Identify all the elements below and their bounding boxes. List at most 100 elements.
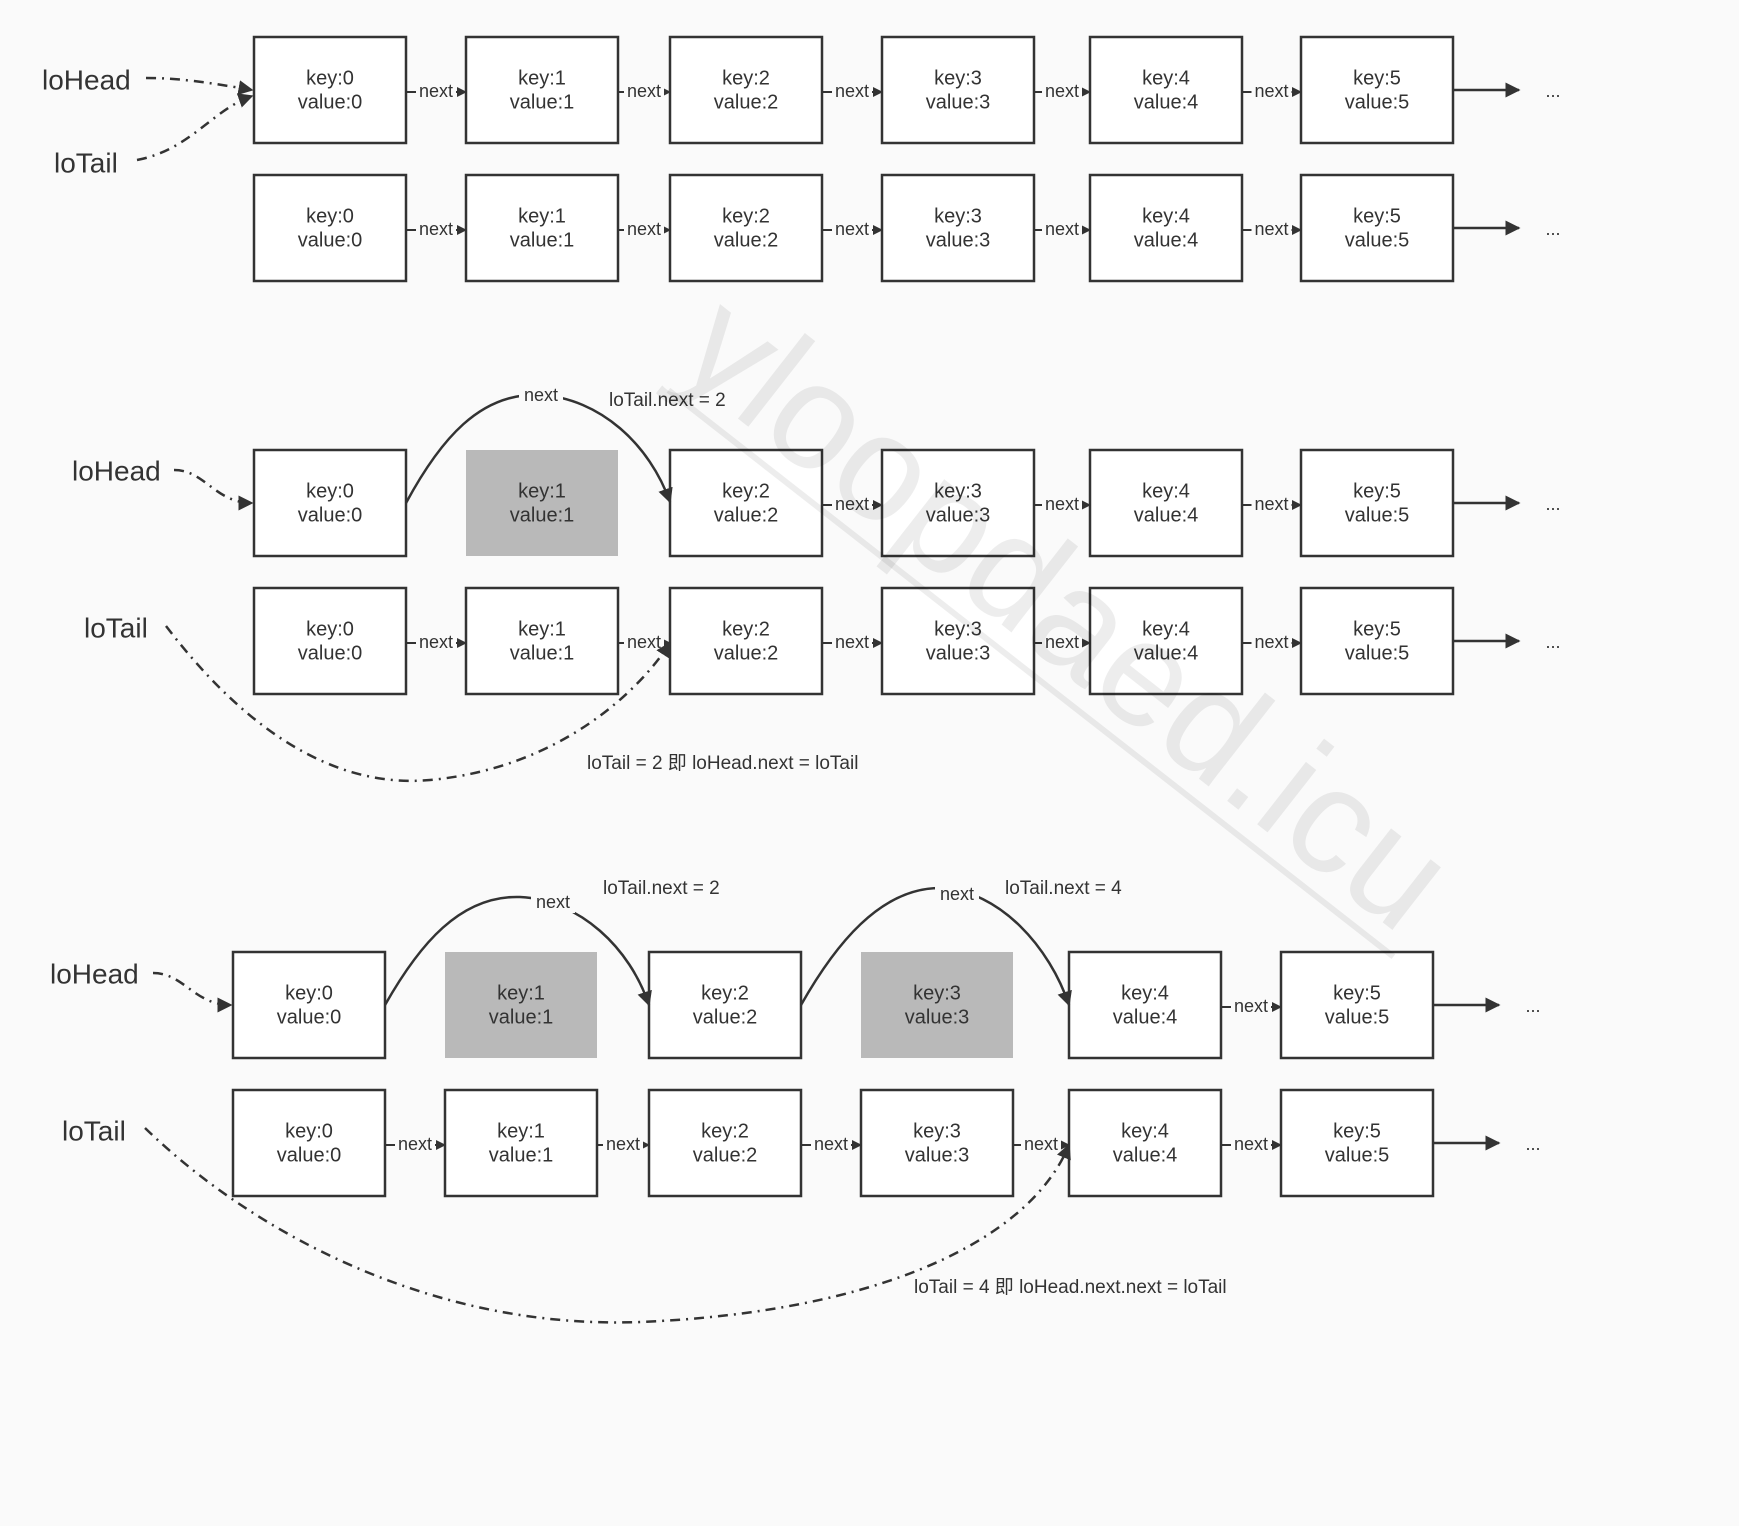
s2-skip-label-bg (519, 384, 563, 406)
node-key: key:3 (934, 67, 982, 89)
node-key: key:2 (722, 618, 770, 640)
s2-row1-tail-arrow: ... (1453, 494, 1561, 514)
edge-label-bg (811, 1134, 851, 1154)
node-value: value:4 (1134, 642, 1199, 664)
node-value: value:3 (926, 642, 991, 664)
edge-label-bg (1251, 632, 1292, 652)
node-key: key:5 (1353, 480, 1401, 502)
edge-label-bg (624, 81, 664, 101)
node-box (1299, 173, 1455, 283)
node-key: key:0 (306, 205, 354, 227)
edge-label: next (1254, 632, 1288, 652)
node-value: value:0 (277, 1006, 342, 1028)
ellipsis-text: ... (1525, 996, 1540, 1016)
edge-label: next (814, 1134, 848, 1154)
node-box (880, 448, 1036, 558)
s1-row2-edge-0: next (406, 219, 467, 239)
node-key: key:0 (285, 1120, 333, 1142)
node-value: value:1 (489, 1144, 554, 1166)
node-key: key:2 (722, 205, 770, 227)
s1-lohead-pointer (145, 76, 254, 96)
node-box (1279, 950, 1435, 1060)
node-value: value:2 (714, 229, 779, 251)
node-value: value:5 (1325, 1006, 1390, 1028)
node-box (668, 35, 824, 145)
edge-label-bg (832, 81, 872, 101)
ellipsis-text: ... (1545, 494, 1560, 514)
node-value: value:1 (510, 91, 575, 113)
node-value: value:1 (489, 1006, 554, 1028)
s3-note-next-a: loTail.next = 2 (603, 878, 720, 899)
ellipsis-text: ... (1525, 1134, 1540, 1154)
node-box (647, 950, 803, 1060)
node-value: value:0 (298, 642, 363, 664)
s3-row1-edge-4: next (1221, 996, 1282, 1016)
s2-row2-edge-2: next (822, 632, 883, 652)
node-value: value:5 (1345, 642, 1410, 664)
node-box (880, 586, 1036, 696)
ellipsis-text: ... (1545, 632, 1560, 652)
node-value: value:4 (1134, 229, 1199, 251)
node-value: value:2 (714, 504, 779, 526)
node-box (252, 586, 408, 696)
node-value: value:2 (714, 642, 779, 664)
node-box (231, 1088, 387, 1198)
s1-row1-edge-1: next (618, 81, 671, 101)
node-box (880, 35, 1036, 145)
node-key: key:5 (1333, 1120, 1381, 1142)
edge-label: next (1254, 219, 1288, 239)
node-value: value:5 (1325, 1144, 1390, 1166)
s2-note-next: loTail.next = 2 (609, 390, 726, 411)
node-value: value:3 (926, 504, 991, 526)
edge-label-bg (832, 219, 872, 239)
s2-row2-edge-4: next (1242, 632, 1302, 652)
node-box (466, 450, 618, 556)
edge-label-bg (1042, 632, 1082, 652)
node-key: key:0 (306, 67, 354, 89)
node-value: value:3 (926, 229, 991, 251)
node-value: value:0 (298, 504, 363, 526)
s2-row2-tail-arrow: ... (1453, 632, 1561, 652)
node-value: value:3 (905, 1006, 970, 1028)
node-box (880, 173, 1036, 283)
edge-label: next (1254, 494, 1288, 514)
node-box (1299, 448, 1455, 558)
s2-lotail-label: loTail (84, 612, 148, 643)
s2-row1-edge-4: next (1242, 494, 1302, 514)
node-key: key:0 (285, 982, 333, 1004)
edge-label: next (1024, 1134, 1058, 1154)
node-key: key:3 (913, 982, 961, 1004)
edge-label-bg (416, 632, 456, 652)
s1-row1-edge-0: next (406, 81, 467, 101)
node-box (445, 952, 597, 1058)
node-value: value:3 (905, 1144, 970, 1166)
edge-label: next (398, 1134, 432, 1154)
edge-label: next (1234, 996, 1268, 1016)
node-value: value:4 (1134, 504, 1199, 526)
edge-label: next (835, 219, 869, 239)
node-key: key:1 (518, 480, 566, 502)
node-box (1279, 1088, 1435, 1198)
s2-note-tail: loTail = 2 即 loHead.next = loTail (587, 753, 858, 774)
node-key: key:4 (1121, 1120, 1169, 1142)
s3-row2-edge-3: next (1013, 1134, 1070, 1154)
node-key: key:5 (1333, 982, 1381, 1004)
node-key: key:4 (1121, 982, 1169, 1004)
node-value: value:1 (510, 504, 575, 526)
